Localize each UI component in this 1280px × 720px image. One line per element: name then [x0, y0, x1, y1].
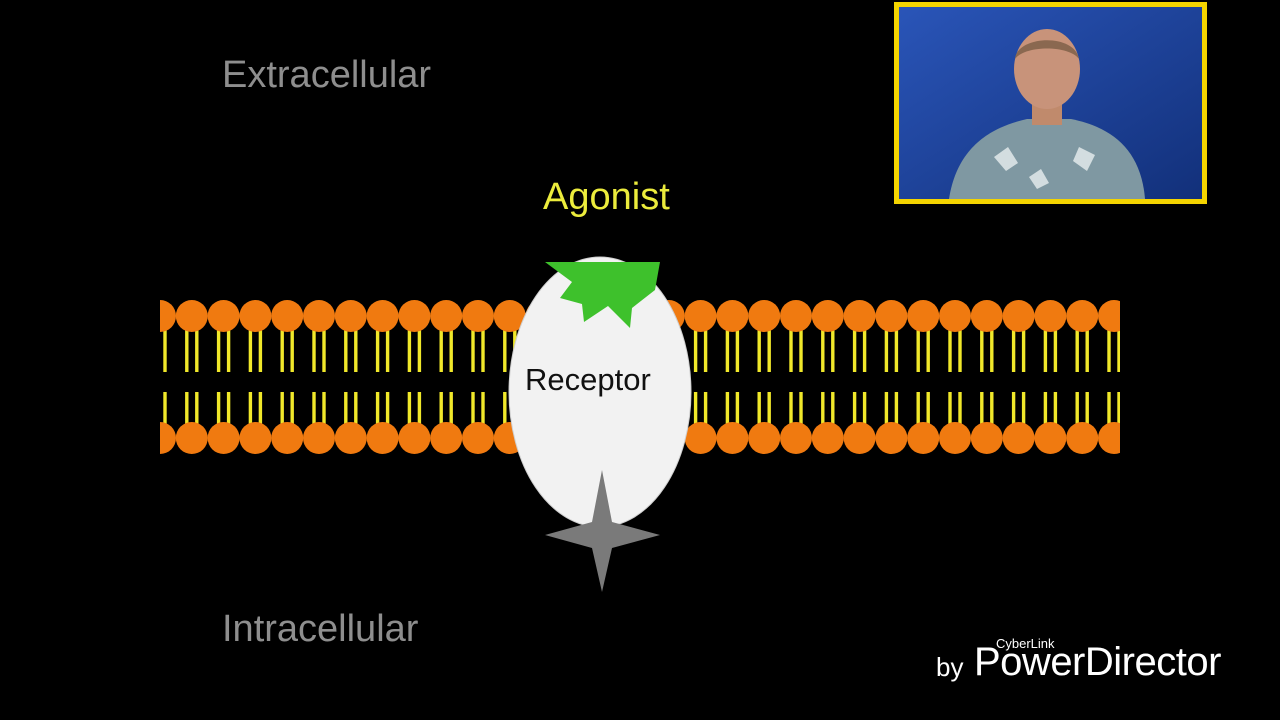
lipid-head: [780, 422, 812, 454]
lipid-head: [334, 300, 367, 332]
lipid-head: [970, 422, 1003, 454]
lipid-head: [1002, 300, 1035, 332]
lipid-head: [462, 300, 494, 332]
lipid-head: [1034, 300, 1067, 332]
lipid-head: [716, 300, 749, 332]
lipid-head: [175, 300, 208, 332]
lipid-head: [1002, 422, 1035, 454]
lipid-head: [398, 300, 431, 332]
lipid-head: [366, 422, 399, 454]
lipid-head: [366, 300, 399, 332]
watermark-brand: CyberLink: [996, 636, 1055, 651]
lipid-head: [398, 422, 431, 454]
extracellular-label: Extracellular: [222, 54, 432, 96]
lipid-head: [1098, 300, 1120, 332]
lipid-head: [1066, 300, 1099, 332]
lipid-head: [939, 422, 971, 454]
lipid-head: [271, 422, 304, 454]
lipid-head: [207, 422, 240, 454]
lipid-head: [207, 300, 240, 332]
lipid-head: [716, 422, 749, 454]
presenter-icon: [899, 7, 1202, 199]
lipid-head: [239, 300, 272, 332]
agonist-label: Agonist: [543, 176, 670, 218]
lipid-head: [811, 422, 844, 454]
lipid-head: [748, 422, 781, 454]
lipid-head: [1066, 422, 1099, 454]
watermark-product: PowerDirector: [974, 640, 1221, 684]
lipid-head: [303, 422, 335, 454]
receptor-label: Receptor: [525, 362, 651, 397]
lipid-head: [1098, 422, 1120, 454]
lipid-head: [811, 300, 844, 332]
lipid-head: [907, 422, 940, 454]
lipid-head: [684, 300, 717, 332]
lipid-head: [175, 422, 208, 454]
lipid-head: [1034, 422, 1067, 454]
lipid-head: [493, 300, 526, 332]
powerdirector-watermark: by CyberLink PowerDirector: [936, 636, 1256, 686]
lipid-head: [239, 422, 272, 454]
lipid-head: [780, 300, 812, 332]
lipid-head: [160, 300, 176, 332]
lipid-head: [160, 422, 176, 454]
lipid-head: [684, 422, 717, 454]
lipid-head: [843, 422, 876, 454]
lipid-head: [970, 300, 1003, 332]
agonist-molecule-icon: [545, 262, 660, 328]
effector-star-icon: [545, 470, 660, 592]
lipid-head: [907, 300, 940, 332]
lipid-head: [430, 422, 463, 454]
intracellular-label: Intracellular: [222, 608, 419, 650]
lipid-head: [875, 300, 908, 332]
lipid-head: [430, 300, 463, 332]
lipid-head: [334, 422, 367, 454]
lipid-head: [271, 300, 304, 332]
presenter-webcam-inset: [894, 2, 1207, 204]
lipid-head: [748, 300, 781, 332]
lipid-head: [939, 300, 971, 332]
lipid-head: [462, 422, 494, 454]
lipid-head: [875, 422, 908, 454]
watermark-by: by: [936, 652, 964, 682]
lipid-head: [303, 300, 335, 332]
lipid-head: [843, 300, 876, 332]
